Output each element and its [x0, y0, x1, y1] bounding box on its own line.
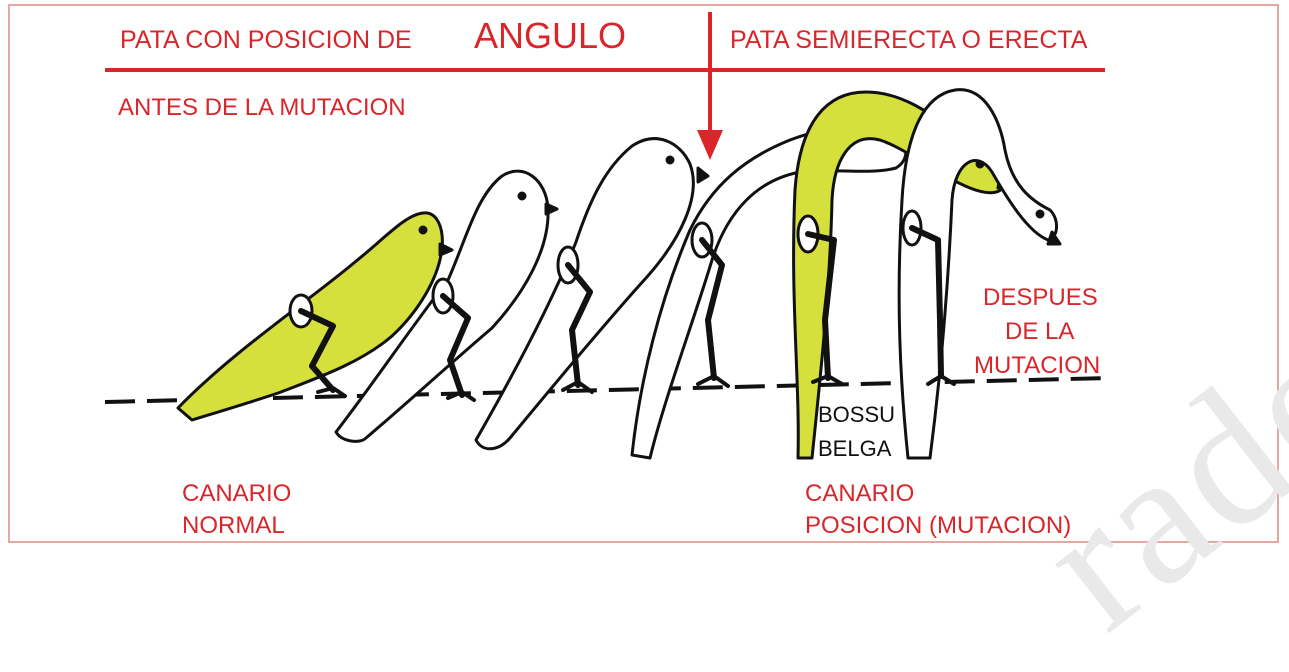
- bird-normal: [176, 211, 454, 422]
- canary-illustration: [104, 12, 1111, 460]
- canario-normal-line2: NORMAL: [182, 512, 285, 539]
- bird-3: [474, 137, 710, 451]
- bossu-belga-line2: BELGA: [818, 436, 892, 461]
- canario-posicion-line2: POSICION (MUTACION): [805, 512, 1072, 539]
- title-left-prefix: PATA CON POSICION DE: [120, 26, 412, 54]
- bird-6: [897, 88, 1062, 460]
- after-mutation-line2: DE LA: [1005, 318, 1075, 345]
- divider-arrow-head: [697, 130, 723, 160]
- bossu-belga-line1: BOSSU: [818, 402, 896, 427]
- bird-4: [630, 124, 924, 460]
- image-frame: [8, 4, 1279, 543]
- bird-2: [334, 169, 559, 443]
- diagram-canvas: rado: [8, 4, 1289, 669]
- canario-normal-line1: CANARIO: [182, 480, 292, 507]
- title-left-emphasis: ANGULO: [474, 15, 627, 56]
- after-mutation-line1: DESPUES: [983, 284, 1098, 311]
- before-mutation-label: ANTES DE LA MUTACION: [118, 94, 406, 121]
- canario-posicion-line1: CANARIO: [805, 480, 915, 507]
- after-mutation-line3: MUTACION: [974, 352, 1101, 379]
- title-right: PATA SEMIERECTA O ERECTA: [730, 26, 1088, 54]
